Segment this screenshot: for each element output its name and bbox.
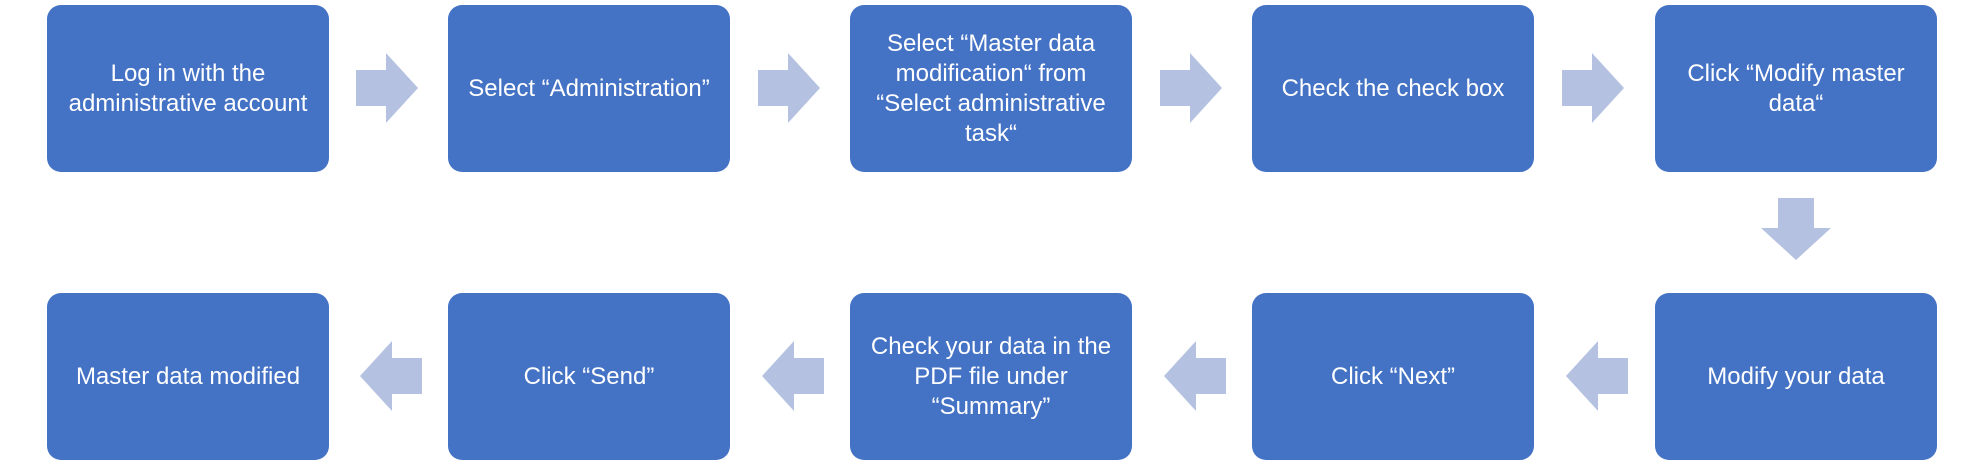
step-box-9: Click “Send” <box>448 293 730 460</box>
step-box-3: Select “Master data modification“ from “… <box>850 5 1132 172</box>
step-label-10: Master data modified <box>75 362 301 390</box>
step-box-8: Check your data in the PDF file under “S… <box>850 293 1132 460</box>
arrow-left-icon <box>360 341 422 411</box>
step-label-7: Click “Next” <box>1331 362 1455 390</box>
arrow-right-icon <box>1160 53 1222 123</box>
arrow-right-icon <box>758 53 820 123</box>
arrow-left-icon <box>762 341 824 411</box>
step-label-9: Click “Send” <box>523 362 655 390</box>
step-label-2: Select “Administration” <box>468 74 710 102</box>
step-label-4: Check the check box <box>1281 74 1505 102</box>
step-box-5: Click “Modify master data“ <box>1655 5 1937 172</box>
step-label-8: Check your data in the PDF file under “S… <box>870 332 1112 420</box>
step-box-2: Select “Administration” <box>448 5 730 172</box>
arrow-down-icon <box>1761 198 1831 260</box>
step-box-4: Check the check box <box>1252 5 1534 172</box>
step-box-7: Click “Next” <box>1252 293 1534 460</box>
step-label-5: Click “Modify master data“ <box>1687 59 1905 117</box>
step-box-6: Modify your data <box>1655 293 1937 460</box>
step-box-1: Log in with the administrative account <box>47 5 329 172</box>
step-box-10: Master data modified <box>47 293 329 460</box>
arrow-right-icon <box>1562 53 1624 123</box>
step-label-6: Modify your data <box>1707 362 1885 390</box>
arrow-right-icon <box>356 53 418 123</box>
step-label-1: Log in with the administrative account <box>68 59 308 117</box>
step-label-3: Select “Master data modification“ from “… <box>876 29 1106 147</box>
arrow-left-icon <box>1566 341 1628 411</box>
arrow-left-icon <box>1164 341 1226 411</box>
